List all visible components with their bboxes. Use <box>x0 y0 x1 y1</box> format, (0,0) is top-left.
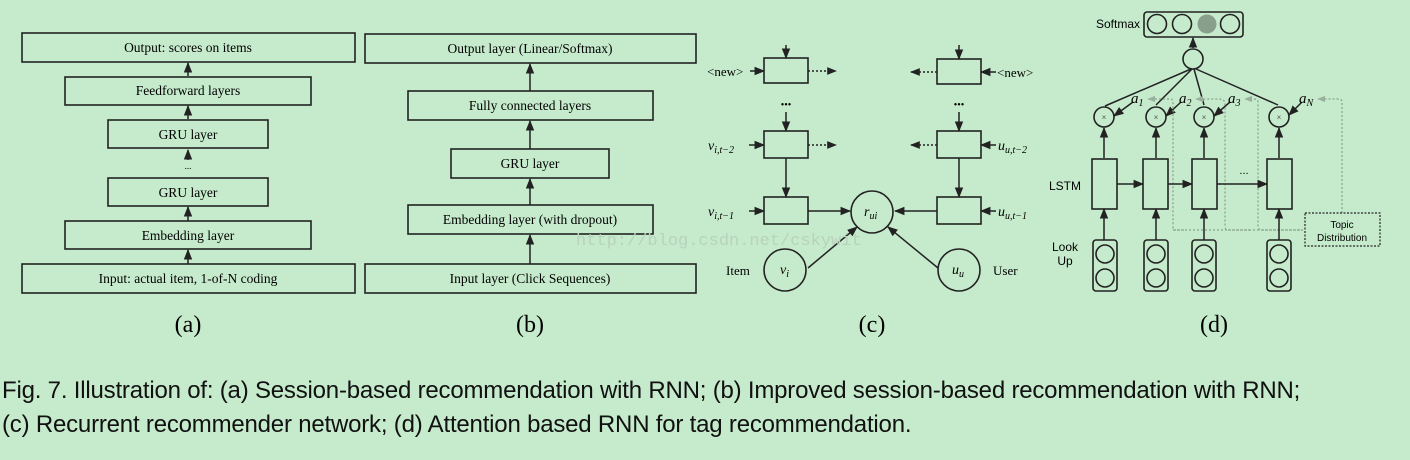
aggregation-node <box>1182 48 1204 70</box>
softmax-unit-selected <box>1197 14 1217 34</box>
layer-feedforward-label: Feedforward layers <box>136 83 241 98</box>
mult-node: × <box>1145 106 1167 128</box>
lstm-cell <box>1191 158 1218 210</box>
connector <box>1195 68 1279 106</box>
user-rnn-cell-t2 <box>936 130 982 159</box>
ellipsis-left: ••• <box>781 100 792 111</box>
user-rnn-cell-t1 <box>936 196 982 225</box>
panel-a-label: (a) <box>175 312 202 338</box>
layer-gru-top-box <box>107 119 269 149</box>
item-rnn-cell-new <box>763 57 809 84</box>
item-rnn-cell-t2 <box>763 130 809 159</box>
connector <box>1193 68 1205 106</box>
panel-c: <new> <new> ••• ••• vi,t−2 vi,t−1 uu,t−2… <box>707 45 1033 338</box>
topic-feedback-a2 <box>1195 95 1250 231</box>
lookup-embedding <box>1266 239 1292 292</box>
figure-canvas: Output: scores on items Feedforward laye… <box>21 11 1381 338</box>
item-rnn-cell-t1 <box>763 196 809 225</box>
lookup-embedding <box>1092 239 1118 292</box>
user-label: User <box>993 263 1018 278</box>
mult-node: × <box>1268 106 1290 128</box>
attention-a1: a1 <box>1131 91 1144 109</box>
figure-caption: Fig. 7. Illustration of: (a) Session-bas… <box>2 374 1300 442</box>
layer-input-box <box>21 263 356 294</box>
new-label-left: <new> <box>707 64 743 79</box>
layer-input-label: Input: actual item, 1-of-N coding <box>99 271 278 286</box>
svg-text:×: × <box>1102 113 1107 122</box>
panel-d-label: (d) <box>1200 312 1228 338</box>
new-label-right: <new> <box>997 65 1033 80</box>
layer-embedding-label: Embedding layer <box>142 228 235 243</box>
v-i-label: vi <box>780 263 789 280</box>
v-t2-label: vi,t−2 <box>708 139 734 156</box>
svg-text:×: × <box>1277 113 1282 122</box>
caption-line-2: (c) Recurrent recommender network; (d) A… <box>2 411 912 438</box>
layer-embedding-label: Embedding layer (with dropout) <box>443 212 617 227</box>
topic-label-2: Distribution <box>1317 233 1367 244</box>
r-ui-label: rui <box>864 205 877 222</box>
caption-line-1: Fig. 7. Illustration of: (a) Session-bas… <box>2 377 1301 404</box>
watermark: http://blog.csdn.net/cskywit <box>576 232 862 251</box>
layer-output-label: Output layer (Linear/Softmax) <box>448 41 613 56</box>
layer-output-label: Output: scores on items <box>124 40 252 55</box>
arrow <box>1213 101 1231 117</box>
panel-b-label: (b) <box>516 312 544 338</box>
lookup-label-1: Look <box>1052 240 1079 254</box>
ellipsis-right: ••• <box>954 100 965 111</box>
user-node <box>937 248 981 292</box>
arrow <box>1113 101 1134 117</box>
rating-node <box>850 190 894 234</box>
u-t1-label: uu,t−1 <box>998 205 1027 222</box>
layer-gru-top-label: GRU layer <box>159 127 218 142</box>
svg-text:×: × <box>1154 113 1159 122</box>
connector <box>1104 68 1192 107</box>
attention-a3: a3 <box>1228 91 1241 109</box>
topic-label-1: Topic <box>1330 220 1353 231</box>
panel-d: Softmax × × × × <box>1049 11 1381 338</box>
layer-fc-label: Fully connected layers <box>469 98 591 113</box>
topic-feedback-aN <box>1317 95 1343 213</box>
panel-c-label: (c) <box>859 312 886 338</box>
user-rnn-cell-new <box>936 58 982 85</box>
softmax-unit <box>1219 13 1241 35</box>
topic-feedback-a3 <box>1244 95 1300 231</box>
panel-a: Output: scores on items Feedforward laye… <box>21 32 356 338</box>
mult-node: × <box>1093 106 1115 128</box>
topic-distribution-box <box>1304 212 1381 247</box>
softmax-unit <box>1171 13 1193 35</box>
lookup-label-2: Up <box>1057 254 1073 268</box>
item-node <box>763 248 807 292</box>
arrow <box>887 226 939 269</box>
lstm-cell <box>1142 158 1169 210</box>
connector <box>1155 68 1193 106</box>
item-label: Item <box>726 263 750 278</box>
arrow <box>807 226 858 269</box>
lookup-embedding <box>1143 239 1169 292</box>
softmax-unit <box>1146 13 1168 35</box>
layer-input-box <box>364 263 697 294</box>
attention-aN: aN <box>1299 91 1315 109</box>
ellipsis: ... <box>1239 165 1248 177</box>
u-u-label: uu <box>952 263 964 280</box>
u-t2-label: uu,t−2 <box>998 139 1027 156</box>
v-t1-label: vi,t−1 <box>708 205 734 222</box>
topic-feedback-a1 <box>1147 95 1184 231</box>
ellipsis: ... <box>185 161 192 171</box>
mult-node: × <box>1193 106 1215 128</box>
panel-b: Output layer (Linear/Softmax) Fully conn… <box>364 33 697 338</box>
lstm-cell <box>1091 158 1118 210</box>
svg-text:×: × <box>1202 113 1207 122</box>
arrow <box>1165 101 1182 117</box>
lstm-label: LSTM <box>1049 179 1081 193</box>
layer-gru-bottom-label: GRU layer <box>159 185 218 200</box>
arrow <box>1288 101 1303 116</box>
layer-input-label: Input layer (Click Sequences) <box>450 271 611 286</box>
lookup-embedding <box>1191 239 1217 292</box>
softmax-label: Softmax <box>1096 17 1140 31</box>
layer-gru-label: GRU layer <box>501 156 560 171</box>
lstm-cell <box>1266 158 1293 210</box>
attention-a2: a2 <box>1179 91 1192 109</box>
